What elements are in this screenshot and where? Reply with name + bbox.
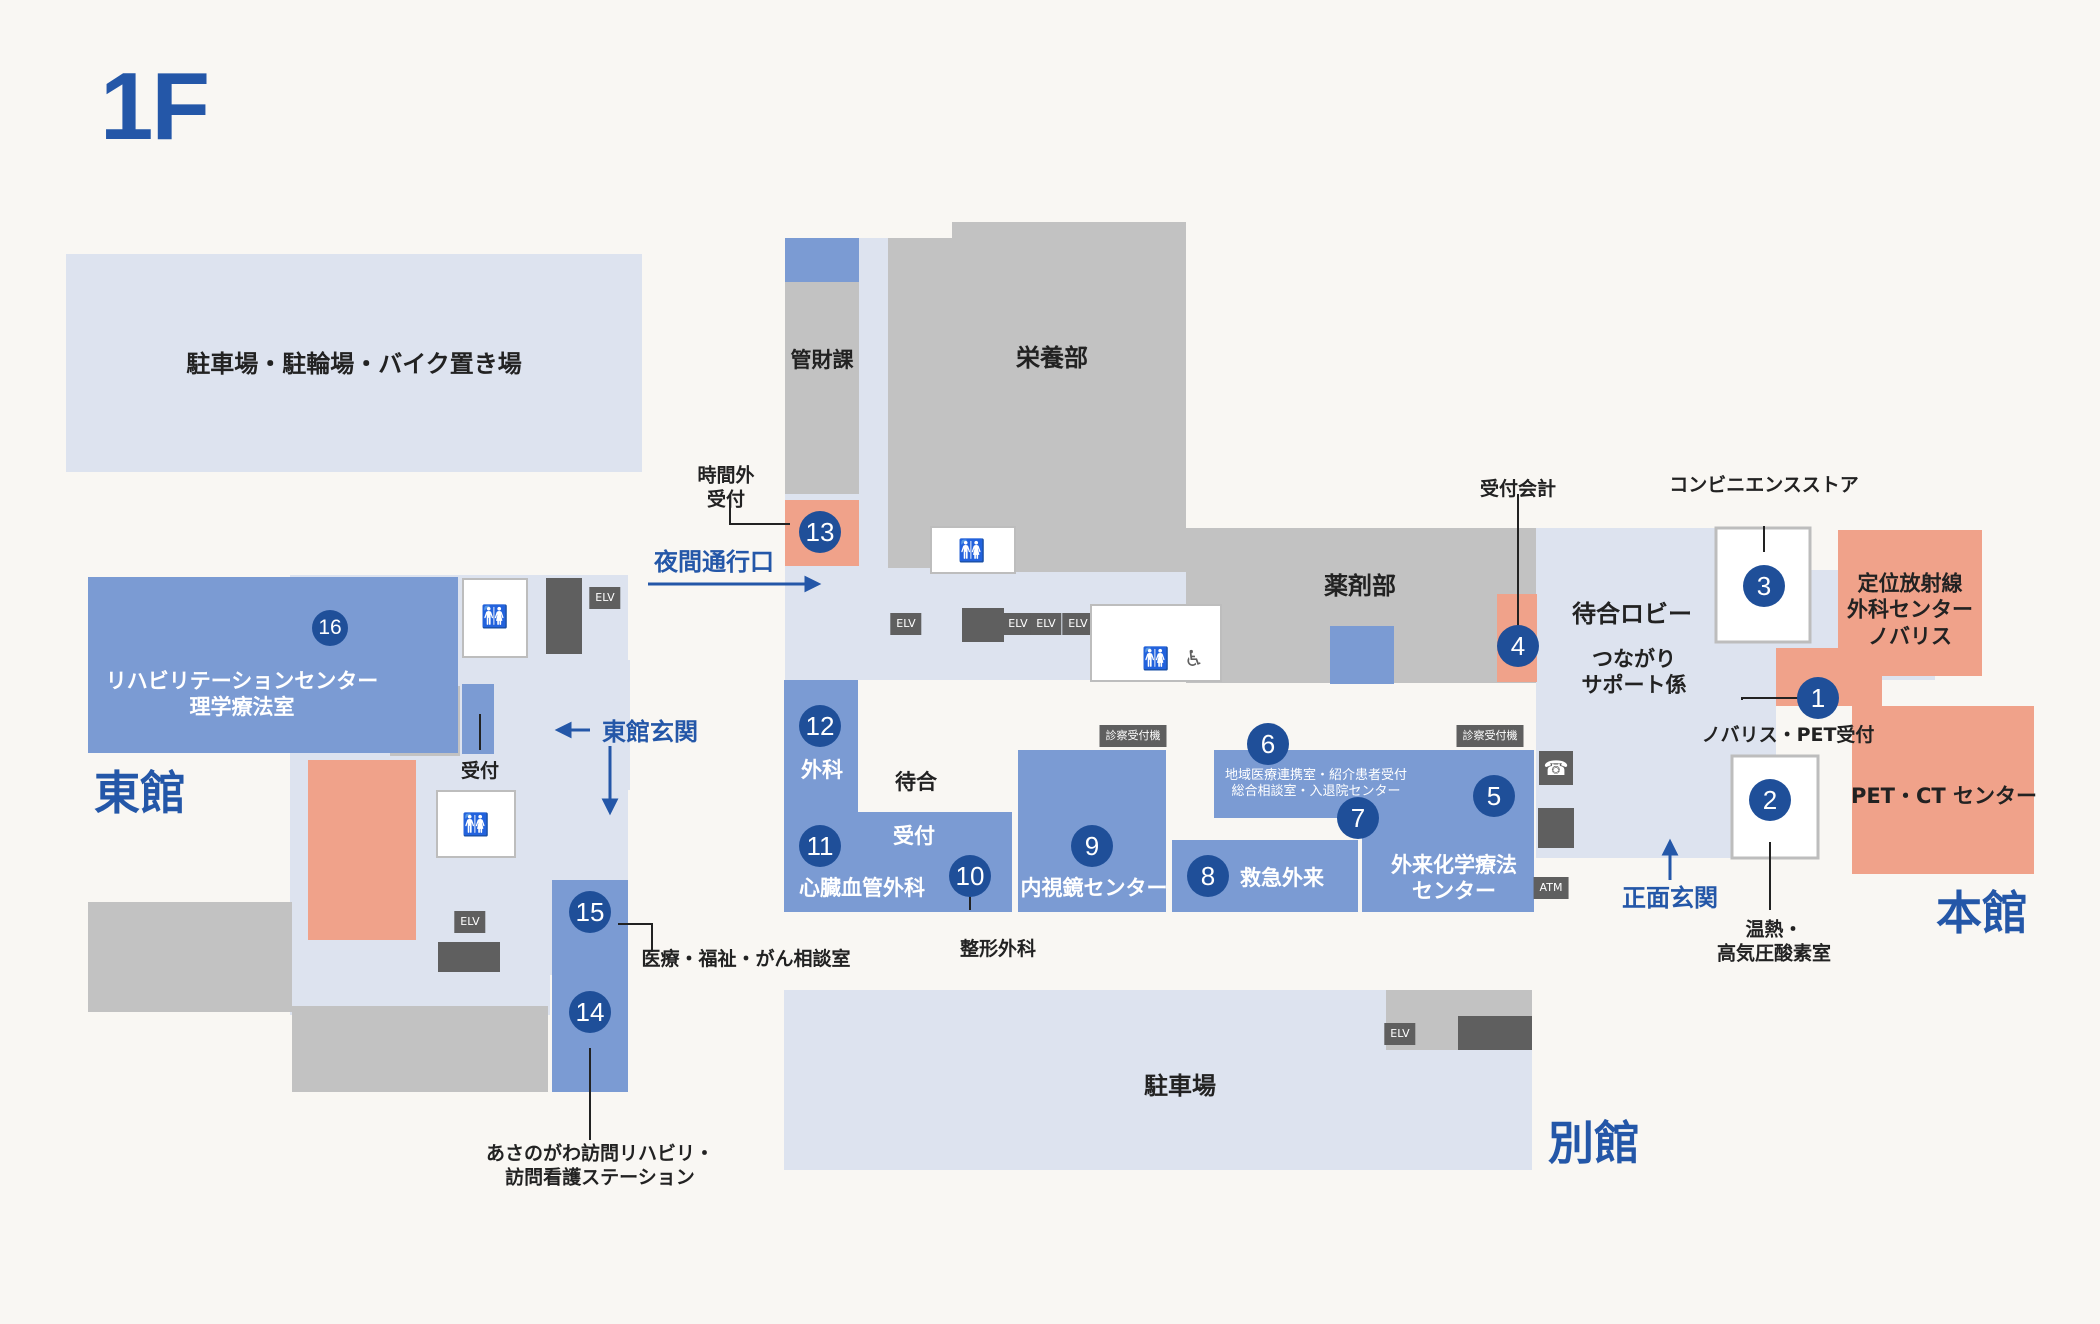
stairs-icon [546, 578, 582, 654]
stair-block [888, 238, 952, 568]
stairs-icon [1538, 808, 1574, 848]
elv-east-2: ELV [454, 911, 486, 933]
toilet-room-center [930, 526, 1016, 574]
toilet-room-east-2 [436, 790, 516, 858]
eiyou-room [952, 222, 1186, 572]
lobby-label: 待合ロビー [1572, 600, 1692, 628]
shinzou-label: 心臓血管外科 [799, 875, 925, 900]
shomen-genkan-label[interactable]: 正面玄関 [1622, 884, 1718, 912]
stairs-icon [962, 608, 1004, 642]
gairai-room [1362, 750, 1534, 912]
badge-16[interactable]: 16 [312, 610, 348, 646]
badge-3[interactable]: 3 [1743, 565, 1785, 607]
novalis-pet-label: ノバリス・PET受付 [1701, 724, 1875, 747]
uketsuke-east-label: 受付 [460, 760, 500, 783]
annex-building-label: 別館 [1548, 1116, 1640, 1170]
kyukyu-label: 救急外来 [1240, 865, 1324, 890]
atm-chip[interactable]: ATM [1533, 877, 1569, 899]
petct-room [1852, 706, 2034, 874]
gairai-label: 外来化学療法 センター [1391, 852, 1517, 903]
chiiki-label: 地域医療連携室・紹介患者受付 総合相談室・入退院センター [1224, 767, 1408, 799]
badge-6[interactable]: 6 [1247, 723, 1289, 765]
wheelchair-icon: ♿ [1184, 647, 1204, 672]
kanzai-label: 管財課 [790, 347, 854, 372]
rehab-room [88, 577, 458, 753]
badge-5[interactable]: 5 [1473, 775, 1515, 817]
badge-15[interactable]: 15 [569, 891, 611, 933]
badge-4[interactable]: 4 [1497, 625, 1539, 667]
stairs-icon [438, 942, 500, 972]
kiosk-1[interactable]: 診察受付機 [1099, 725, 1167, 747]
badge-2[interactable]: 2 [1749, 779, 1791, 821]
seikei-label: 整形外科 [959, 938, 1037, 961]
badge-7[interactable]: 7 [1337, 797, 1379, 839]
badge-12[interactable]: 12 [799, 705, 841, 747]
rehab-label: リハビリテーションセンター 理学療法室 [105, 668, 379, 719]
geka-label: 外科 [801, 757, 843, 782]
jikangai-label: 時間外 受付 [697, 464, 755, 510]
elv-center-2: ELV [1002, 613, 1034, 635]
elv-center-3: ELV [1030, 613, 1062, 635]
badge-8[interactable]: 8 [1187, 855, 1229, 897]
yakuzai-label: 薬剤部 [1324, 572, 1396, 600]
elv-center-4: ELV [1062, 613, 1094, 635]
badge-11[interactable]: 11 [799, 825, 841, 867]
uketsuke-in-label: 受付 [893, 823, 935, 848]
teii-label: 定位放射線 外科センター ノバリス [1847, 571, 1973, 649]
eiyou-label: 栄養部 [1016, 344, 1088, 372]
yakan-entrance-label[interactable]: 夜間通行口 [654, 548, 774, 576]
parking-top-area [66, 254, 642, 472]
elv-annex: ELV [1384, 1023, 1416, 1045]
east-building-label: 東館 [94, 766, 186, 820]
asagawa-label: あさのがわ訪問リハビリ・ 訪問看護ステーション [485, 1142, 715, 1188]
naishikyo-label: 内視鏡センター [1020, 875, 1168, 900]
salmon-east [308, 760, 416, 940]
yakuzai-blue [1330, 626, 1394, 684]
badge-1[interactable]: 1 [1797, 677, 1839, 719]
petct-label: PET・CT センター [1850, 783, 2038, 808]
toukan-genkan-label[interactable]: 東館玄関 [602, 718, 698, 746]
kiosk-2[interactable]: 診察受付機 [1456, 725, 1524, 747]
uketsuke-kaikei-label: 受付会計 [1479, 478, 1557, 501]
east-gray-2 [88, 902, 292, 1012]
parking-top-label: 駐車場・駐輪場・バイク置き場 [186, 350, 522, 378]
elv-center: ELV [890, 613, 922, 635]
toilet-room-east [462, 578, 528, 658]
conveni-label: コンビニエンスストア [1669, 474, 1859, 497]
kanzai-room [785, 282, 859, 494]
parking-bottom-label: 駐車場 [1144, 1072, 1216, 1100]
toilet-icon: 🚻 [1142, 647, 1170, 672]
floor-title: 1F [100, 53, 210, 160]
kanzai-top [785, 238, 859, 282]
badge-9[interactable]: 9 [1071, 825, 1113, 867]
elv-east: ELV [589, 587, 621, 609]
east-blue-strip [462, 684, 494, 754]
toilet-icon: 🚻 [481, 605, 509, 630]
main-building-label: 本館 [1936, 886, 2028, 940]
east-gray-3 [292, 1006, 548, 1092]
toilet-room-accessible [1090, 604, 1222, 682]
phone-icon[interactable]: ☎ [1539, 751, 1573, 785]
iryo-fukushi-label: 医療・福祉・がん相談室 [641, 948, 851, 971]
support-label: つながり サポート係 [1581, 646, 1687, 697]
machiai-label: 待合 [895, 769, 937, 794]
toilet-icon: 🚻 [958, 539, 986, 564]
stairs-icon [1458, 1016, 1532, 1050]
badge-14[interactable]: 14 [569, 991, 611, 1033]
badge-13[interactable]: 13 [799, 511, 841, 553]
badge-10[interactable]: 10 [949, 855, 991, 897]
onnetsu-label: 温熱・ 高気圧酸素室 [1716, 918, 1832, 964]
toilet-icon: 🚻 [462, 813, 490, 838]
